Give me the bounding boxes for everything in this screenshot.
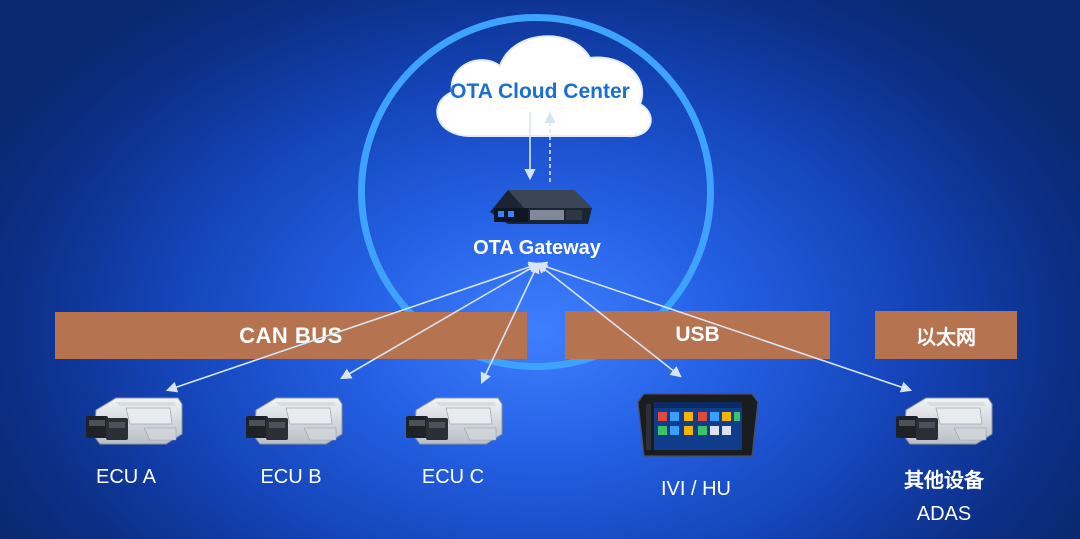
gateway-title: OTA Gateway [473, 237, 601, 259]
cloud-gateway-link [524, 111, 556, 182]
ecu-b-module-icon [245, 397, 343, 445]
ecu-a-module-icon [85, 397, 183, 445]
other-device-module-icon [895, 397, 993, 445]
ethernet-label: 以太网 [916, 326, 976, 349]
ecu-b-label: ECU B [260, 466, 322, 488]
cloud-title: OTA Cloud Center [450, 80, 630, 103]
ecu-c-label: ECU C [421, 466, 485, 488]
ivi-label: IVI / HU [660, 478, 731, 500]
gateway-device-links [165, 261, 913, 393]
ecu-c-module-icon [405, 397, 503, 445]
adas-label: ADAS [916, 503, 972, 525]
head-unit-screen-icon [637, 393, 759, 457]
ecu-a-label: ECU A [95, 466, 157, 488]
cloud-icon [436, 35, 652, 138]
other-device-label: 其他设备 [904, 470, 984, 492]
gateway-device-icon [490, 190, 592, 224]
